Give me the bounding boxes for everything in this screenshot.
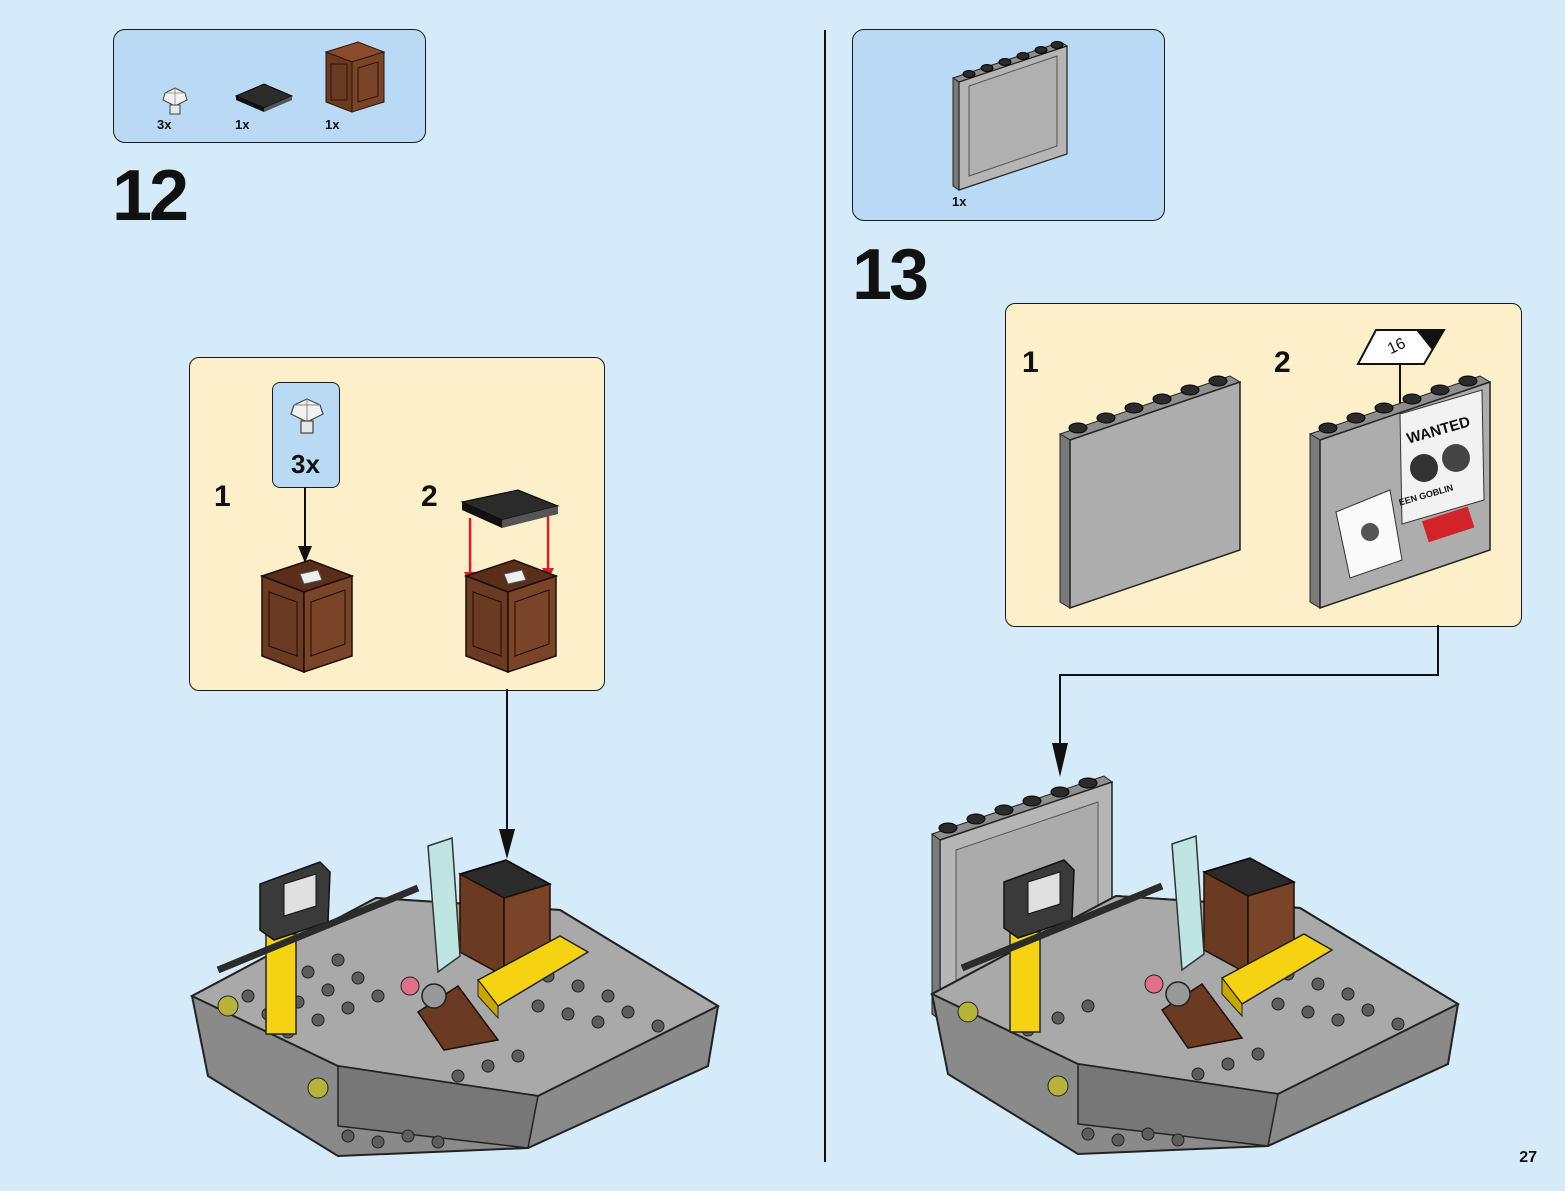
step12-substep1-callout: 3x [272,382,340,488]
step13-substep-2-number: 2 [1274,346,1291,379]
step12-callout-qty: 3x [291,449,320,479]
step12-substep-1-number: 1 [214,480,231,513]
brown-crate-icon [324,41,386,113]
step13-substep-1-number: 1 [1022,346,1039,379]
diamond-jewel-icon [162,87,188,115]
step13-number: 13 [852,235,929,315]
brown-crate-icon [259,559,355,674]
brown-crate-icon [463,559,559,674]
grey-wall-panel-icon [1058,375,1242,610]
diamond-jewel-icon [290,398,324,434]
step12-substep-panel: 1 2 3x [189,357,605,691]
step13-substep-panel: 1 2 16 WANTED EEN GOBLIN [1005,303,1522,627]
step12-part-qty-1: 3x [157,117,172,132]
step13-parts-list: 1x [852,29,1165,221]
step12-part-qty-3: 1x [325,117,340,132]
page-number: 27 [1519,1149,1537,1166]
black-tile-icon [234,83,294,112]
step12-substep-2-number: 2 [421,480,438,513]
black-tile-icon [460,489,560,528]
step13-model-illustration [929,775,1461,1156]
wanted-poster-wall [1308,375,1492,610]
grey-wall-panel-icon [951,41,1069,191]
page-divider [824,30,826,1162]
step12-connector-arrow [499,689,515,859]
step13-part-qty-1: 1x [952,194,967,209]
step12-parts-list: 3x 1x 1x [113,29,426,143]
step12-model-illustration [189,836,721,1158]
step13-connector-arrow [1052,625,1439,777]
step12-part-qty-2: 1x [235,117,250,132]
step12-number: 12 [112,156,189,236]
